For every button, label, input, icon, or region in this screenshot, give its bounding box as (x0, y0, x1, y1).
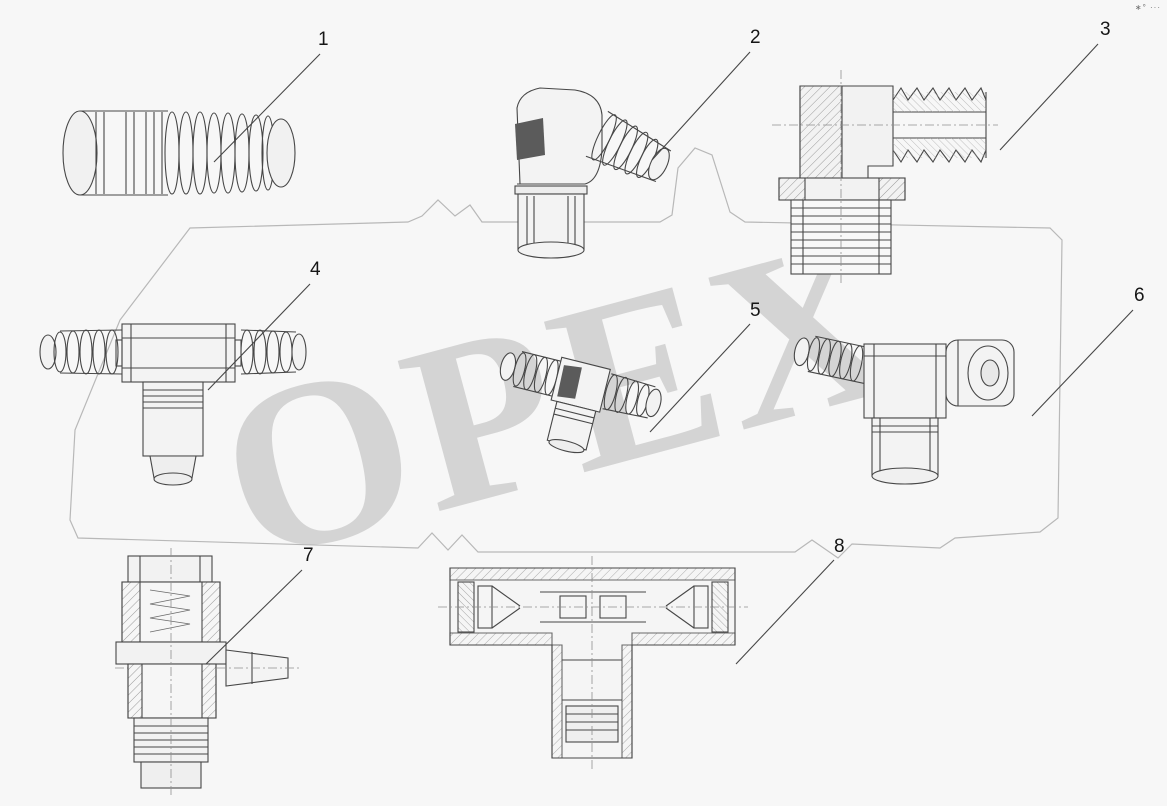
part-label-2: 2 (750, 27, 761, 48)
part-label-6: 6 (1134, 285, 1145, 306)
part-label-1: 1 (318, 29, 329, 50)
part-1-drawing (62, 110, 296, 196)
leader-line-4 (207, 283, 311, 391)
leader-lines (205, 43, 1134, 665)
leader-line-5 (649, 323, 751, 433)
part-3-drawing (772, 70, 998, 284)
leader-line-6 (1031, 309, 1134, 417)
corner-marks: ∗° ··· (1134, 3, 1161, 12)
part-5-drawing (499, 350, 662, 454)
part-label-5: 5 (750, 300, 761, 321)
part-6-drawing (793, 335, 1015, 485)
leader-line-2 (651, 51, 751, 161)
part-7-drawing (115, 548, 300, 796)
leader-line-3 (999, 43, 1099, 151)
leader-line-1 (213, 53, 321, 163)
part-8-drawing (438, 556, 748, 770)
part-label-4: 4 (310, 259, 321, 280)
part-4-drawing (39, 323, 307, 486)
leader-line-8 (735, 559, 835, 665)
part-label-7: 7 (303, 545, 314, 566)
part-label-8: 8 (834, 536, 845, 557)
part-2-drawing (514, 87, 672, 259)
part-label-3: 3 (1100, 19, 1111, 40)
diagram-boundary-outline (69, 147, 1063, 559)
leader-line-7 (205, 569, 303, 665)
